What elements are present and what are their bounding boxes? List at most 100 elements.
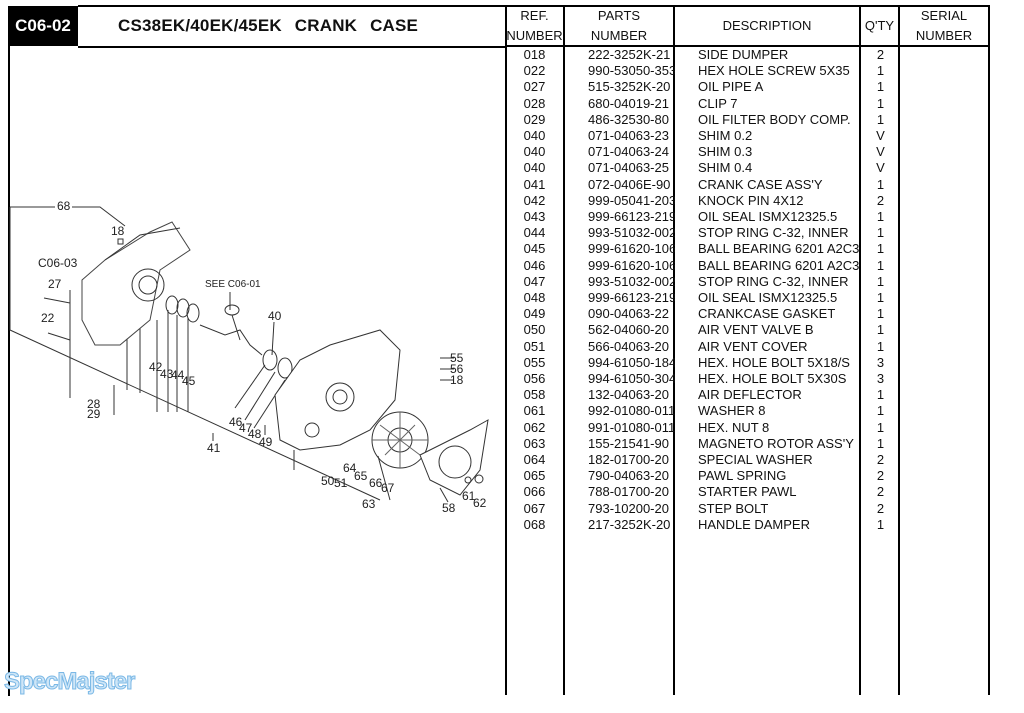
callout-label: 18 — [450, 373, 464, 387]
parts-number-cell: 999-66123-219 — [588, 290, 675, 305]
callout-label: 41 — [207, 441, 221, 455]
description-cell: SPECIAL WASHER — [698, 452, 813, 467]
quantity-cell: 1 — [876, 306, 885, 322]
ref-number-cell: 029 — [523, 111, 546, 127]
description-cell: BALL BEARING 6201 A2C3, — [698, 257, 860, 273]
description-cell: SHIM 0.3 — [698, 144, 753, 160]
column-divider — [505, 5, 507, 695]
description-cell: HANDLE DAMPER — [698, 516, 810, 532]
description-cell: WASHER 8 — [698, 403, 766, 419]
quantity-cell: 1 — [876, 257, 885, 273]
column-divider — [859, 5, 861, 695]
callout-label: 22 — [41, 311, 55, 325]
description-cell: KNOCK PIN 4X12 — [698, 192, 804, 208]
exploded-parts-diagram — [9, 206, 489, 503]
description-cell: SIDE DUMPER — [698, 47, 789, 62]
quantity-cell: 1 — [876, 403, 885, 419]
parts-number-cell: 072-0406E-90 — [588, 176, 671, 192]
quantity-cell: 2 — [876, 452, 885, 467]
parts-number-cell: 990-53050-353 — [588, 63, 675, 79]
quantity-cell: 2 — [876, 192, 885, 208]
quantity-cell: 2 — [876, 484, 885, 500]
callout-label: 56 — [450, 362, 464, 376]
header-qty: Q'TY — [864, 18, 895, 33]
callout-label: 62 — [473, 496, 487, 510]
callout-label: 46 — [229, 415, 243, 429]
ref-number-cell: 056 — [523, 371, 546, 386]
quantity-cell: 1 — [876, 273, 885, 289]
quantity-cell: V — [876, 144, 885, 160]
description-cell: STOP RING C-32, INNER — [698, 225, 849, 241]
ref-number-cell: 067 — [523, 500, 546, 516]
callout-label: 43 — [160, 367, 174, 381]
description-cell: CRANKCASE GASKET — [698, 306, 836, 322]
ref-number-cell: 044 — [523, 225, 546, 241]
page-title: CS38EK/40EK/45EK CRANK CASE — [118, 16, 419, 35]
ref-number-cell: 055 — [523, 354, 546, 370]
quantity-cell: 1 — [876, 111, 885, 127]
callout-label: 18 — [111, 224, 125, 238]
watermark-logo: SpecMajster — [3, 668, 135, 696]
description-cell: HEX HOLE SCREW 5X35 — [698, 63, 850, 79]
quantity-cell: 3 — [876, 354, 885, 370]
header-description: DESCRIPTION — [722, 18, 812, 33]
callout-label: 68 — [57, 199, 71, 213]
parts-number-cell: 993-51032-002 — [588, 225, 675, 241]
quantity-cell: 1 — [876, 176, 885, 192]
parts-number-cell: 090-04063-22 — [588, 306, 669, 322]
description-cell: MAGNETO ROTOR ASS'Y — [698, 435, 854, 451]
ref-number-cell: 062 — [523, 419, 546, 435]
callout-label: 58 — [442, 501, 456, 515]
ref-number-cell: 028 — [523, 95, 546, 111]
frame-left-rule — [8, 46, 10, 696]
callout-label: 51 — [334, 476, 348, 490]
quantity-cell: 2 — [876, 500, 885, 516]
quantity-cell: 1 — [876, 322, 885, 338]
callout-label: SEE C06-01 — [205, 279, 261, 290]
header-parts-line1: PARTS — [597, 8, 641, 23]
ref-number-cell: 068 — [523, 516, 546, 532]
description-cell: AIR DEFLECTOR — [698, 387, 802, 403]
quantity-cell: 1 — [876, 516, 885, 532]
ref-number-cell: 040 — [523, 160, 546, 176]
callout-label: 64 — [343, 461, 357, 475]
callout-label: 44 — [171, 368, 185, 382]
callout-label: 28 — [87, 397, 101, 411]
callout-label: 63 — [362, 497, 376, 511]
callout-label: 55 — [450, 351, 464, 365]
quantity-cell: 1 — [876, 387, 885, 403]
title-bar — [78, 5, 506, 48]
quantity-cell: V — [876, 128, 885, 143]
column-divider — [673, 5, 675, 695]
ref-number-cell: 046 — [523, 257, 546, 273]
ref-number-cell: 027 — [523, 79, 546, 95]
header-serial-line2: NUMBER — [915, 28, 973, 43]
ref-number-cell: 022 — [523, 63, 546, 79]
ref-number-cell: 042 — [523, 192, 546, 208]
parts-number-cell: 793-10200-20 — [588, 500, 669, 516]
callout-label: 45 — [182, 374, 196, 388]
description-cell: HEX. HOLE BOLT 5X18/S — [698, 354, 850, 370]
header-serial-line1: SERIAL — [920, 8, 968, 23]
callout-label: 67 — [381, 481, 395, 495]
quantity-cell: 1 — [876, 241, 885, 257]
description-cell: OIL SEAL ISMX12325.5 — [698, 209, 838, 224]
quantity-cell: 1 — [876, 435, 885, 451]
parts-number-cell: 788-01700-20 — [588, 484, 669, 500]
ref-number-cell: 065 — [523, 468, 546, 484]
description-cell: BALL BEARING 6201 A2C3, — [698, 241, 860, 257]
